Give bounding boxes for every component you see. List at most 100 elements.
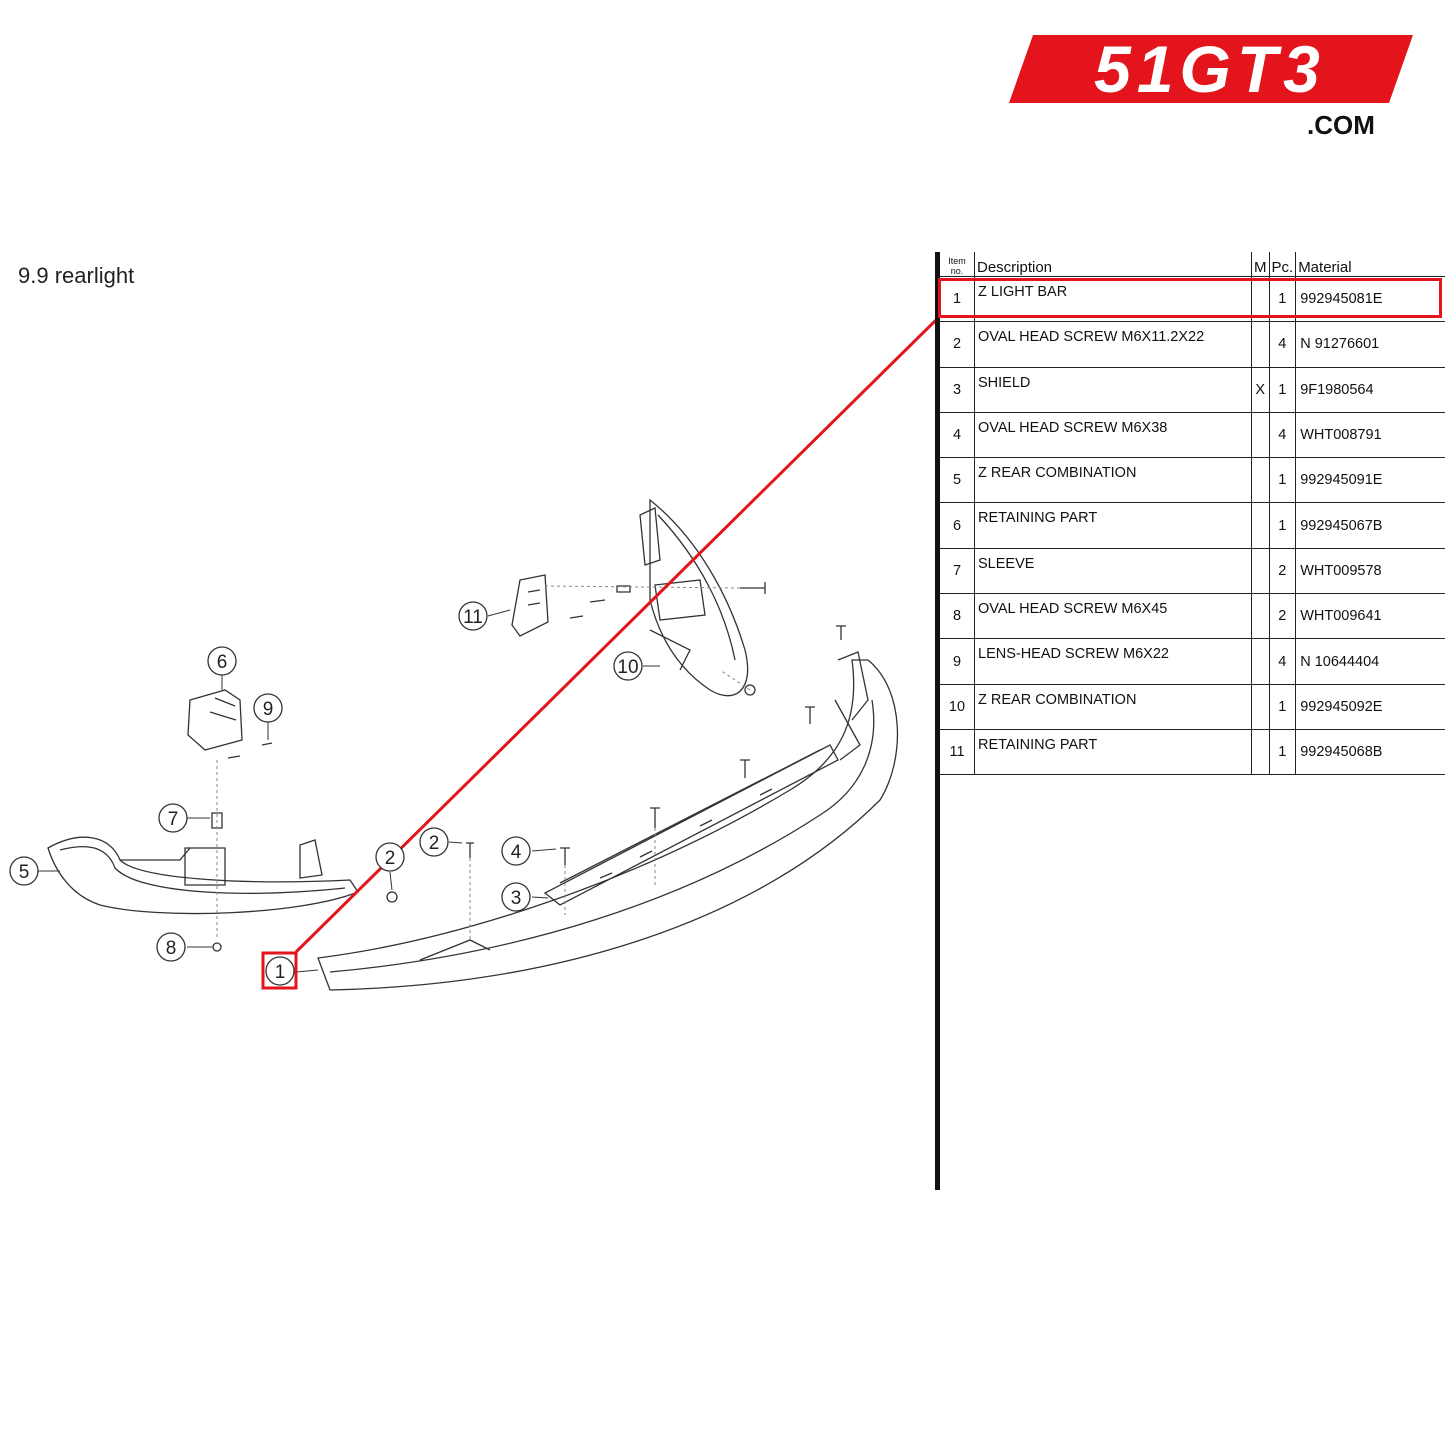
table-row: 4 OVAL HEAD SCREW M6X38 4 WHT008791 xyxy=(940,411,1445,458)
part-retaining-left xyxy=(187,689,243,751)
cell-description: SLEEVE xyxy=(974,547,1252,594)
cell-m xyxy=(1251,321,1269,368)
cell-material: 992945091E xyxy=(1295,457,1445,503)
callout-6: 6 xyxy=(207,646,237,676)
cell-pc: 1 xyxy=(1268,728,1296,776)
cell-item: 3 xyxy=(940,366,975,413)
callout-10: 10 xyxy=(613,651,643,681)
cell-description: OVAL HEAD SCREW M6X11.2X22 xyxy=(974,321,1252,368)
table-row: 6 RETAINING PART 1 992945067B xyxy=(940,502,1445,549)
cell-item: 5 xyxy=(940,457,975,503)
cell-pc: 1 xyxy=(1268,457,1296,503)
cell-pc: 2 xyxy=(1268,593,1296,639)
callout-1: 1 xyxy=(265,956,295,986)
highlight-callout-box xyxy=(261,951,298,990)
cell-description: Z LIGHT BAR xyxy=(974,275,1252,322)
cell-description: Z REAR COMBINATION xyxy=(974,457,1252,503)
cell-material: WHT008791 xyxy=(1295,411,1445,458)
cell-m xyxy=(1251,547,1269,594)
cell-pc: 4 xyxy=(1268,321,1296,368)
cell-material: 992945081E xyxy=(1295,275,1445,322)
logo-domain: .COM xyxy=(1307,110,1375,140)
screws xyxy=(211,582,846,952)
cell-pc: 4 xyxy=(1268,411,1296,458)
cell-item: 9 xyxy=(940,638,975,685)
header-material: Material xyxy=(1295,252,1445,277)
cell-m xyxy=(1251,502,1269,549)
header-pc: Pc. xyxy=(1268,252,1296,277)
callout-8: 8 xyxy=(156,932,186,962)
cell-m xyxy=(1251,593,1269,639)
cell-m xyxy=(1251,728,1269,776)
logo-red-band xyxy=(1009,35,1413,103)
svg-text:6: 6 xyxy=(217,652,228,673)
cell-m xyxy=(1251,638,1269,685)
callout-2a: 2 xyxy=(419,827,449,857)
cell-description: SHIELD xyxy=(974,366,1252,413)
part-retaining-right xyxy=(511,574,549,637)
cell-item: 6 xyxy=(940,502,975,549)
table-left-rule xyxy=(935,252,940,1190)
section-title: 9.9 rearlight xyxy=(18,263,135,288)
svg-text:1: 1 xyxy=(275,962,286,983)
svg-text:3: 3 xyxy=(511,888,522,909)
callout-9: 9 xyxy=(253,693,283,723)
svg-text:8: 8 xyxy=(166,938,177,959)
callout-5: 5 xyxy=(9,856,39,886)
table-row: 7 SLEEVE 2 WHT009578 xyxy=(940,547,1445,594)
cell-material: N 10644404 xyxy=(1295,638,1445,685)
cell-item: 11 xyxy=(940,728,975,776)
cell-material: WHT009641 xyxy=(1295,593,1445,639)
callout-4: 4 xyxy=(501,836,531,866)
cell-description: OVAL HEAD SCREW M6X38 xyxy=(974,411,1252,458)
table-row: 1 Z LIGHT BAR 1 992945081E xyxy=(940,275,1445,322)
cell-item: 8 xyxy=(940,593,975,639)
cell-pc: 1 xyxy=(1268,683,1296,730)
cell-m xyxy=(1251,683,1269,730)
cell-item: 4 xyxy=(940,411,975,458)
cell-description: RETAINING PART xyxy=(974,502,1252,549)
header-description: Description xyxy=(974,252,1252,277)
exploded-parts-diagram: 1 2 2 3 4 5 6 7 xyxy=(9,318,935,991)
svg-text:5: 5 xyxy=(19,862,30,883)
cell-item: 2 xyxy=(940,321,975,368)
table-row: 11 RETAINING PART 1 992945068B xyxy=(940,728,1445,776)
table-row: 10 Z REAR COMBINATION 1 992945092E xyxy=(940,683,1445,730)
logo-wordmark: 51GT3 xyxy=(1094,32,1326,106)
callout-7: 7 xyxy=(158,803,188,833)
svg-text:9: 9 xyxy=(263,699,274,720)
cell-material: 992945068B xyxy=(1295,728,1445,776)
cell-description: Z REAR COMBINATION xyxy=(974,683,1252,730)
table-row: 5 Z REAR COMBINATION 1 992945091E xyxy=(940,457,1445,503)
callout-3: 3 xyxy=(501,882,531,912)
svg-text:7: 7 xyxy=(168,809,179,830)
brand-logo: 51GT3 .COM xyxy=(1009,32,1413,140)
cell-pc: 4 xyxy=(1268,638,1296,685)
cell-pc: 1 xyxy=(1268,275,1296,322)
svg-text:2: 2 xyxy=(429,833,440,854)
cell-material: 992945067B xyxy=(1295,502,1445,549)
cell-pc: 1 xyxy=(1268,502,1296,549)
svg-text:10: 10 xyxy=(617,657,638,678)
cell-item: 10 xyxy=(940,683,975,730)
cell-material: 992945092E xyxy=(1295,683,1445,730)
header-m: M xyxy=(1251,252,1269,277)
highlight-connector xyxy=(261,318,935,990)
parts-table: Item no. Description M Pc. Material 1 Z … xyxy=(940,252,1445,776)
cell-description: LENS-HEAD SCREW M6X22 xyxy=(974,638,1252,685)
cell-m xyxy=(1251,411,1269,458)
cell-pc: 2 xyxy=(1268,547,1296,594)
part-rear-combination-left xyxy=(47,836,359,915)
cell-description: RETAINING PART xyxy=(974,728,1252,776)
table-row: 8 OVAL HEAD SCREW M6X45 2 WHT009641 xyxy=(940,593,1445,639)
cell-item: 7 xyxy=(940,547,975,594)
svg-text:11: 11 xyxy=(463,607,483,628)
cell-material: 9F1980564 xyxy=(1295,366,1445,413)
callout-2b: 2 xyxy=(375,842,405,872)
svg-text:4: 4 xyxy=(511,842,522,863)
cell-item: 1 xyxy=(940,275,975,322)
table-header-row: Item no. Description M Pc. Material xyxy=(940,252,1445,277)
header-item-no: Item no. xyxy=(948,256,966,276)
part-light-bar xyxy=(317,651,899,991)
parts-table-panel: Item no. Description M Pc. Material 1 Z … xyxy=(935,252,1445,1192)
